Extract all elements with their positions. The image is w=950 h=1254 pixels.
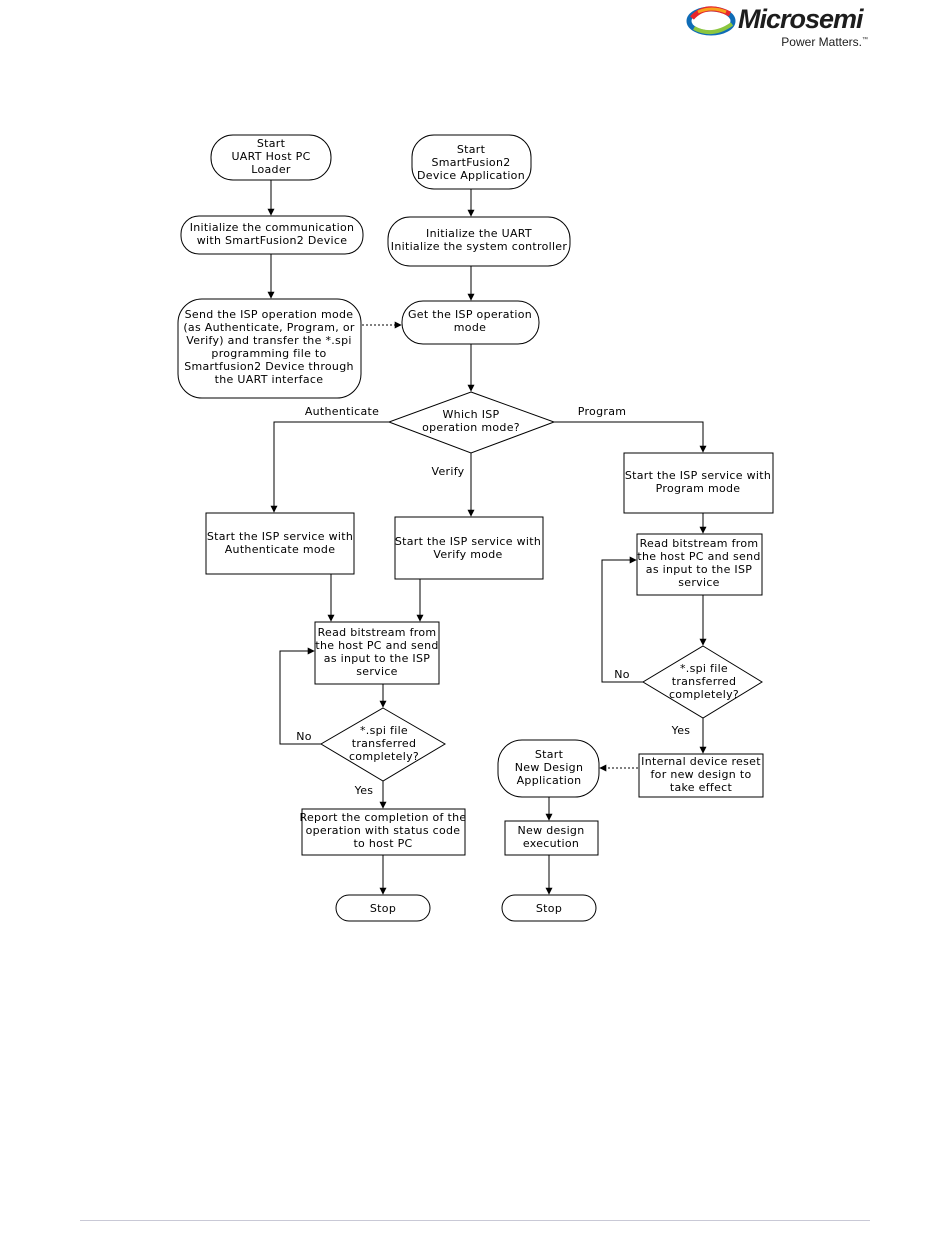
edge-which-to-authenticate <box>270 421 389 513</box>
label-program: Program <box>578 405 627 418</box>
node-stop-right: Stop <box>501 894 597 922</box>
flow-connectors <box>267 180 707 895</box>
svg-text:Send the ISP operation mode(as: Send the ISP operation mode(as Authentic… <box>183 308 355 386</box>
brand-tagline: Power Matters.™ <box>781 35 868 49</box>
label-no-right: No <box>614 668 630 681</box>
microsemi-swirl-logo-icon <box>686 6 736 36</box>
label-no-left: No <box>296 730 312 743</box>
edge-no-loop-left <box>279 647 321 745</box>
edge-which-to-program <box>554 421 707 453</box>
svg-text:Stop: Stop <box>370 902 396 915</box>
footer-divider <box>80 1220 870 1221</box>
node-stop-left: Stop <box>335 894 431 922</box>
brand-name: Microsemi <box>738 4 864 34</box>
node-send-mode: Send the ISP operation mode(as Authentic… <box>177 298 362 399</box>
label-yes-left: Yes <box>354 784 374 797</box>
edge-no-loop-right <box>601 556 643 683</box>
svg-text:Stop: Stop <box>536 902 562 915</box>
label-authenticate: Authenticate <box>305 405 379 418</box>
label-yes-right: Yes <box>671 724 691 737</box>
microsemi-logo: Microsemi Power Matters.™ <box>686 2 876 54</box>
label-verify: Verify <box>431 465 464 478</box>
